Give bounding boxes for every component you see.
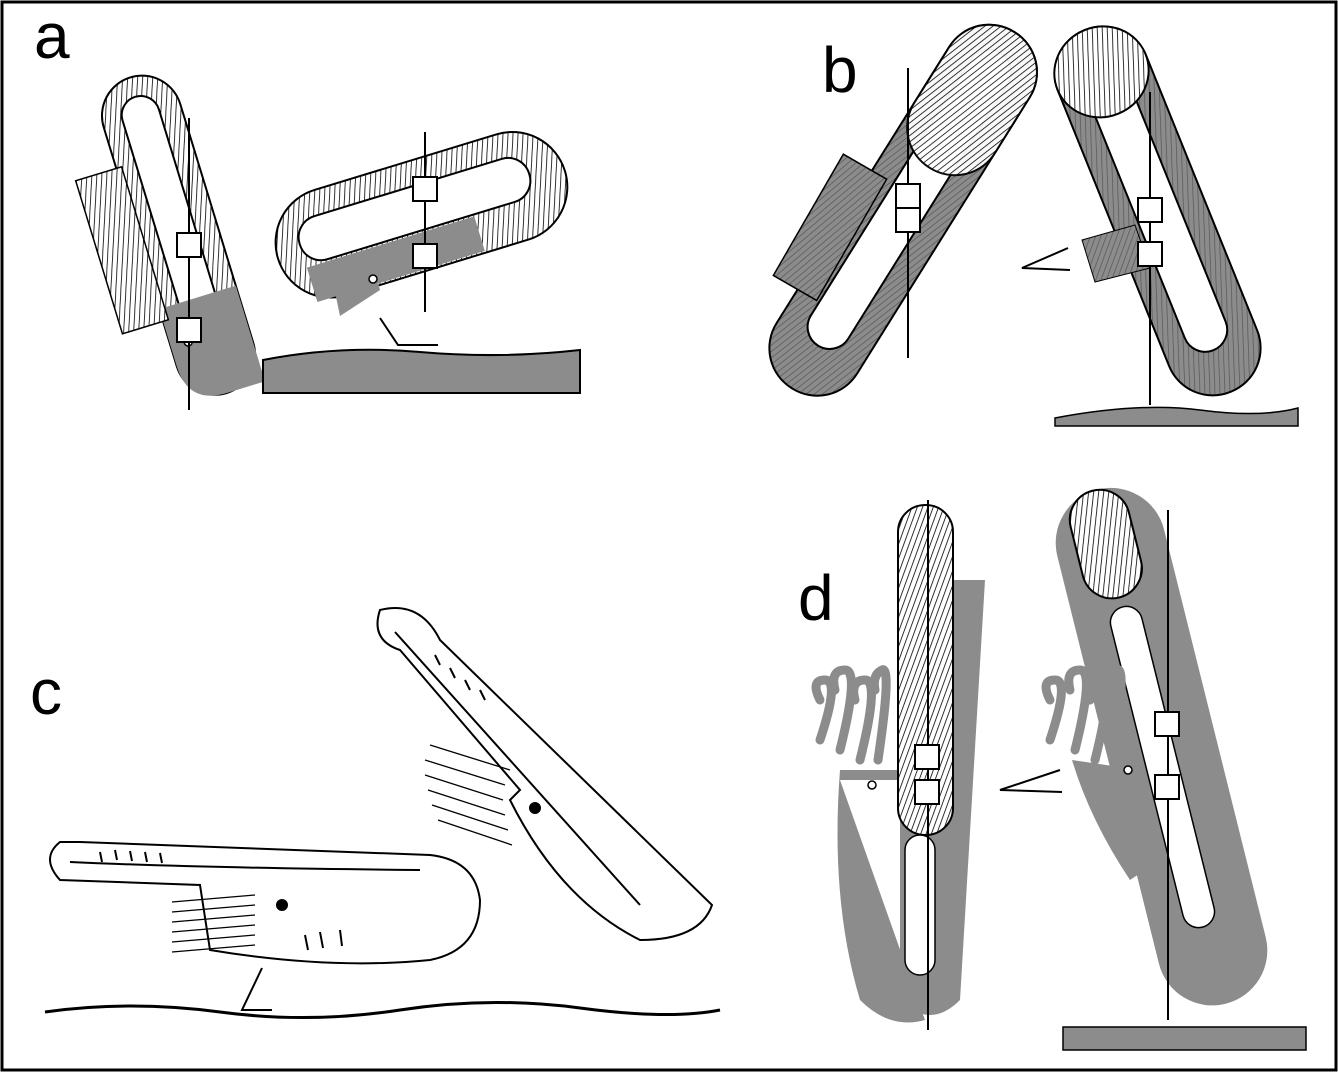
panel-a-left-marker-top bbox=[177, 233, 201, 257]
panel-d-right-marker-bottom bbox=[1155, 775, 1179, 799]
panel-d-substrate bbox=[1063, 1027, 1306, 1050]
panel-c-drawing bbox=[45, 608, 720, 1018]
panel-b-right-marker-top bbox=[1138, 198, 1162, 222]
panel-b-label: b bbox=[822, 38, 858, 102]
panel-a-right-polyp bbox=[262, 118, 581, 311]
panel-d-angle-mark bbox=[1000, 770, 1062, 792]
panel-c-left-angle-mark bbox=[242, 968, 272, 1010]
panel-a-right-fringe bbox=[330, 258, 380, 316]
panel-d-left-marker-bottom bbox=[915, 780, 939, 804]
panel-c-left-polyp bbox=[50, 842, 480, 963]
panel-c-substrate bbox=[45, 1002, 720, 1017]
panel-d-left-marker-top bbox=[915, 745, 939, 769]
panel-a-right-marker-bottom bbox=[413, 244, 437, 268]
panel-d-drawing bbox=[816, 476, 1306, 1050]
panel-a-left-marker-bottom bbox=[177, 318, 201, 342]
panel-a-substrate bbox=[263, 350, 580, 393]
panel-a-label: a bbox=[34, 4, 70, 68]
panel-a-drawing bbox=[76, 66, 581, 410]
panel-d-left-tentacles bbox=[816, 670, 886, 760]
panel-b-right-marker-bottom bbox=[1138, 242, 1162, 266]
panel-b-substrate bbox=[1055, 407, 1298, 426]
panel-d-right-marker-top bbox=[1155, 712, 1179, 736]
panel-a-angle-mark bbox=[380, 318, 438, 345]
panel-a-right-marker-top bbox=[413, 177, 437, 201]
panel-c-label: c bbox=[30, 660, 62, 724]
panel-d-label: d bbox=[798, 566, 834, 630]
panel-b-left-marker-top bbox=[896, 184, 920, 208]
panel-b-angle-mark bbox=[1022, 248, 1070, 270]
panel-b-left-marker-bottom bbox=[896, 208, 920, 232]
